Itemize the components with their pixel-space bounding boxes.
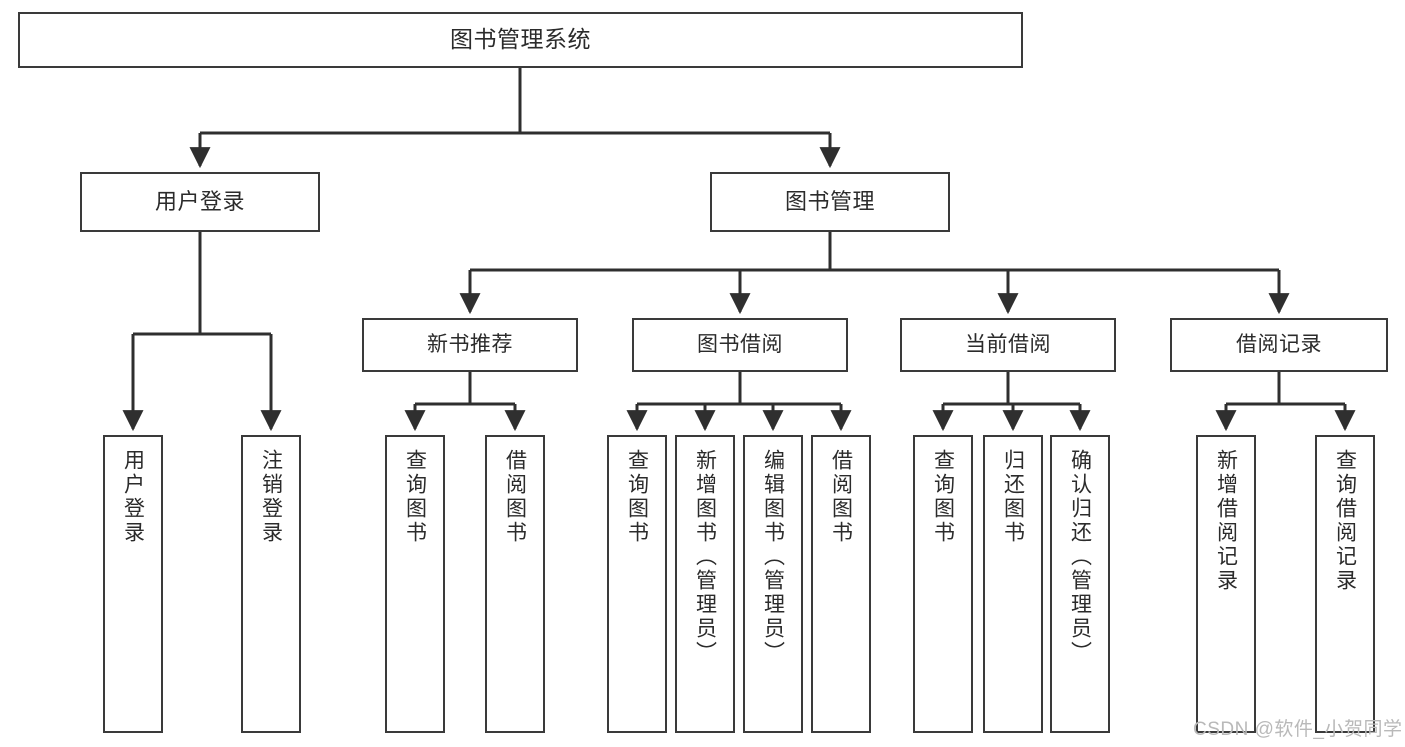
node-leaf-user-logout-label: 注销登录: [259, 449, 283, 545]
node-leaf-confirm-return-label: 确认归还（管理员）: [1068, 449, 1092, 665]
node-leaf-query-book-1-label: 查询图书: [403, 449, 427, 545]
node-leaf-add-borrow-rec-label: 新增借阅记录: [1214, 449, 1238, 593]
node-leaf-borrow-book-1-label: 借阅图书: [503, 449, 527, 545]
node-leaf-edit-book-label: 编辑图书（管理员）: [761, 449, 785, 665]
node-leaf-user-login[interactable]: 用户登录: [103, 435, 163, 733]
node-user-login-label: 用户登录: [154, 188, 245, 214]
node-current-borrow-label: 当前借阅: [965, 333, 1051, 357]
node-leaf-borrow-book-2[interactable]: 借阅图书: [811, 435, 871, 733]
node-borrow-record[interactable]: 借阅记录: [1170, 318, 1388, 372]
node-leaf-borrow-book-2-label: 借阅图书: [829, 449, 853, 545]
node-book-manage[interactable]: 图书管理: [710, 172, 950, 232]
node-leaf-user-login-label: 用户登录: [121, 449, 145, 545]
node-leaf-query-book-2-label: 查询图书: [625, 449, 649, 545]
node-leaf-query-book-3-label: 查询图书: [931, 449, 955, 545]
node-leaf-borrow-book-1[interactable]: 借阅图书: [485, 435, 545, 733]
node-leaf-return-book-label: 归还图书: [1001, 449, 1025, 545]
node-leaf-query-borrow-rec[interactable]: 查询借阅记录: [1315, 435, 1375, 733]
node-root[interactable]: 图书管理系统: [18, 12, 1023, 68]
node-leaf-query-book-3[interactable]: 查询图书: [913, 435, 973, 733]
node-leaf-add-book-label: 新增图书（管理员）: [693, 449, 717, 665]
node-root-label: 图书管理系统: [450, 26, 591, 53]
node-leaf-return-book[interactable]: 归还图书: [983, 435, 1043, 733]
node-user-login[interactable]: 用户登录: [80, 172, 320, 232]
node-leaf-query-borrow-rec-label: 查询借阅记录: [1333, 449, 1357, 593]
csdn-watermark: CSDN @软件_小贺同学: [1193, 719, 1403, 740]
node-leaf-user-logout[interactable]: 注销登录: [241, 435, 301, 733]
node-book-borrow[interactable]: 图书借阅: [632, 318, 848, 372]
node-leaf-query-book-1[interactable]: 查询图书: [385, 435, 445, 733]
node-leaf-confirm-return[interactable]: 确认归还（管理员）: [1050, 435, 1110, 733]
node-book-manage-label: 图书管理: [784, 188, 875, 214]
node-new-book-rec-label: 新书推荐: [427, 333, 513, 357]
node-leaf-add-book[interactable]: 新增图书（管理员）: [675, 435, 735, 733]
node-book-borrow-label: 图书借阅: [697, 333, 783, 357]
node-leaf-edit-book[interactable]: 编辑图书（管理员）: [743, 435, 803, 733]
node-new-book-rec[interactable]: 新书推荐: [362, 318, 578, 372]
node-borrow-record-label: 借阅记录: [1236, 333, 1322, 357]
node-leaf-add-borrow-rec[interactable]: 新增借阅记录: [1196, 435, 1256, 733]
node-current-borrow[interactable]: 当前借阅: [900, 318, 1116, 372]
node-leaf-query-book-2[interactable]: 查询图书: [607, 435, 667, 733]
